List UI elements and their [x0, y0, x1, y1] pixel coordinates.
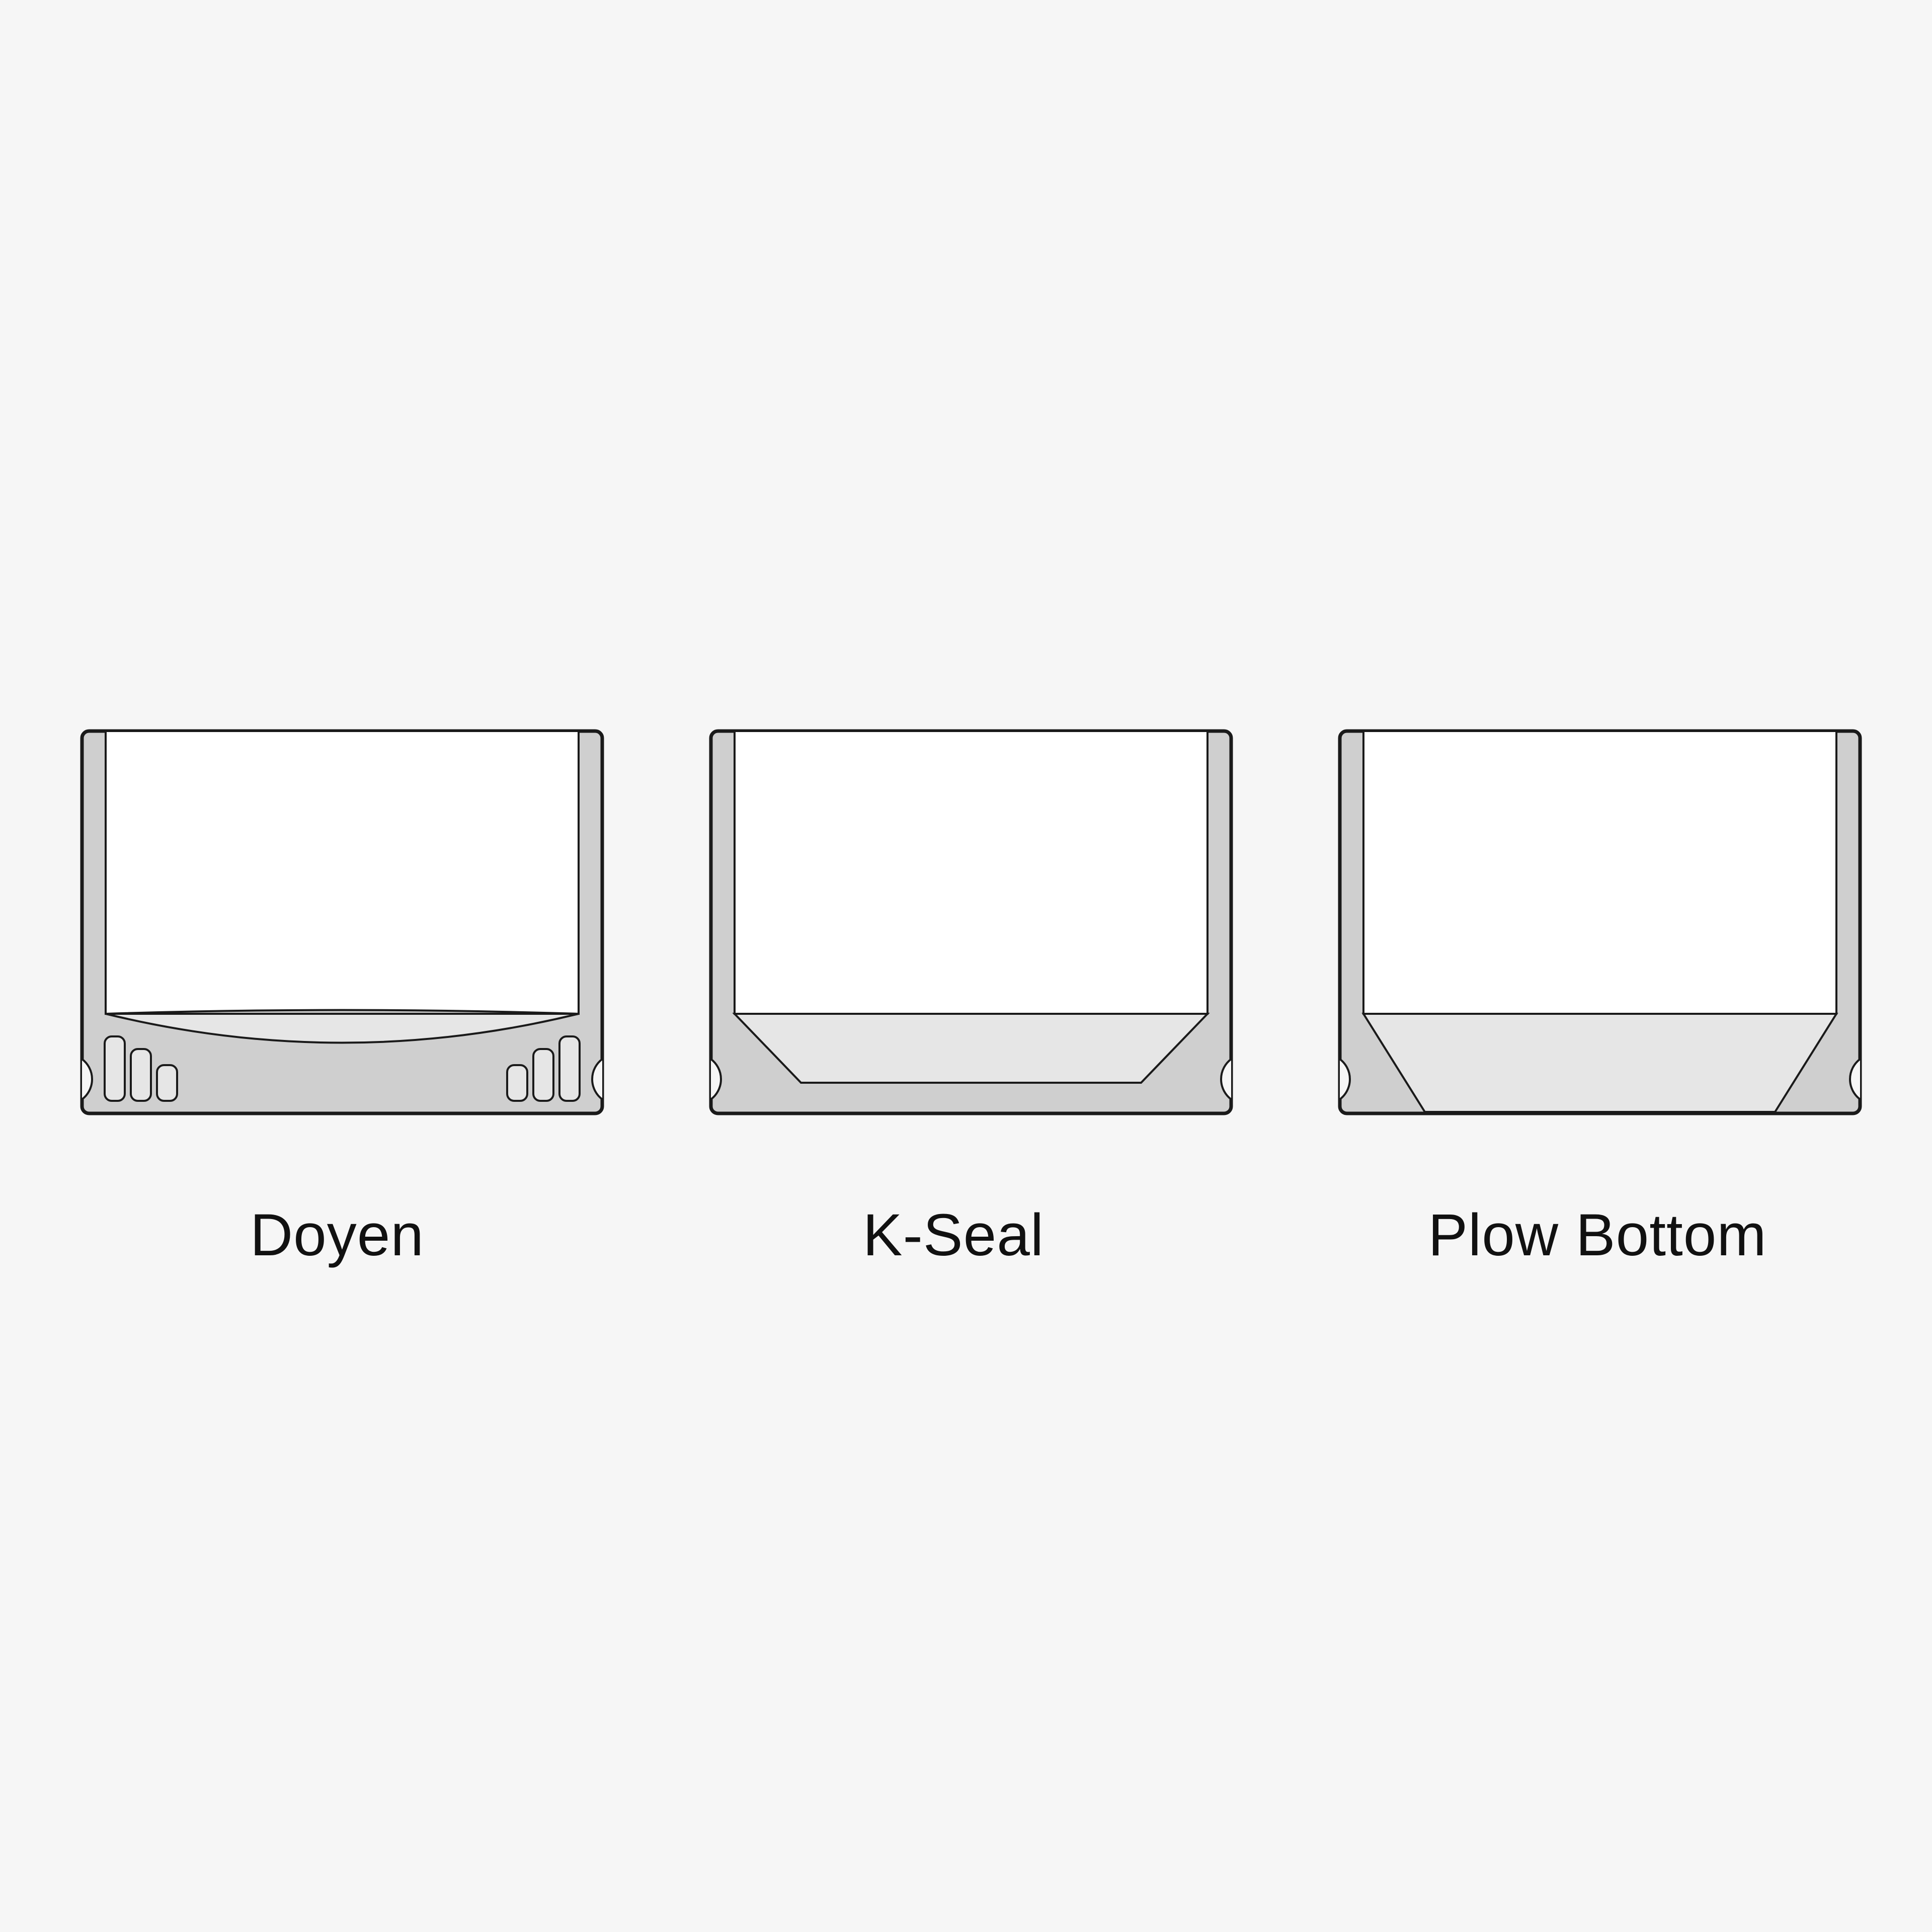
tear-notch-right	[1849, 1058, 1861, 1100]
seal-rib	[130, 1048, 152, 1102]
pouch-body	[105, 730, 580, 1015]
k-seal-gusset	[732, 1013, 1210, 1084]
seal-rib	[532, 1048, 554, 1102]
pouch-body	[734, 730, 1209, 1015]
plow-bottom-pouch-illustration	[1333, 725, 1867, 1122]
plow-bottom-label: Plow Bottom	[1428, 1202, 1767, 1268]
plow-gusset	[1361, 1013, 1838, 1113]
k-seal-label: K-Seal	[862, 1202, 1044, 1268]
doyen-pouch-illustration	[75, 725, 609, 1122]
seal-rib	[156, 1064, 178, 1102]
seal-rib	[104, 1035, 126, 1102]
pouch-body	[1362, 730, 1837, 1015]
doyen-label: Doyen	[250, 1202, 425, 1268]
tear-notch-left	[710, 1058, 722, 1100]
tear-notch-right	[591, 1058, 603, 1100]
doyen-gusset	[105, 1013, 579, 1044]
tear-notch-left	[1339, 1058, 1351, 1100]
tear-notch-right	[1220, 1058, 1232, 1100]
k-seal-pouch-illustration	[704, 725, 1238, 1122]
tear-notch-left	[81, 1058, 93, 1100]
seal-rib	[506, 1064, 528, 1102]
seal-rib	[558, 1035, 581, 1102]
